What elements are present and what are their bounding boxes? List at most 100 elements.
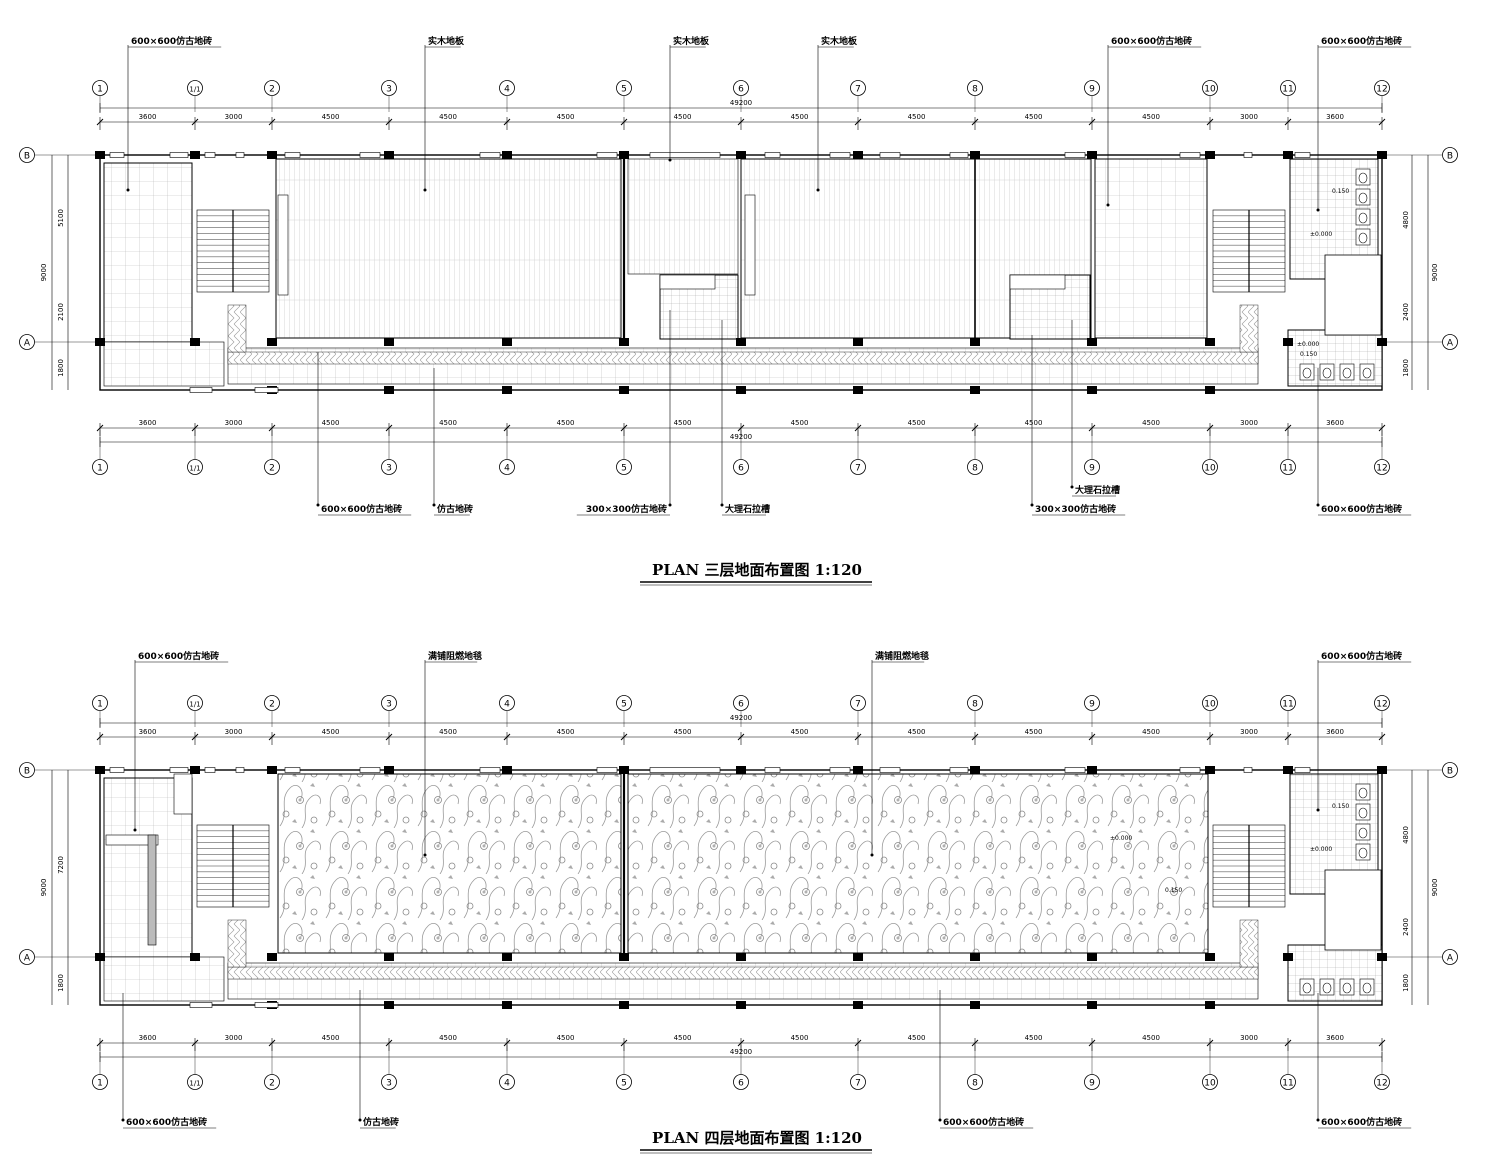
dim-slash [1378,733,1386,741]
window [169,152,189,158]
window [359,767,381,773]
window [949,767,969,773]
row-label: B [1447,152,1453,162]
window [1294,767,1311,773]
window [169,767,189,773]
stair-landing-border [1239,919,1259,968]
dim-slash [268,424,276,432]
grid-bubble: 4 [499,1074,515,1090]
material-callout: 满铺阻燃地毯 [870,650,929,857]
counter [147,834,157,946]
callout-text: 600×600仿古地砖 [1321,503,1402,515]
grid-bubble: 5 [616,1074,632,1090]
window [1294,152,1311,158]
row-circle [19,334,35,350]
grid-label: 11 [1282,1079,1293,1089]
material-callout: 600×600仿古地砖 [133,650,229,832]
column [970,766,980,774]
grid-label: 11 [1282,464,1293,474]
dim-slash [1206,118,1214,126]
callout-text: 大理石拉槽 [725,503,770,515]
toilet-icon [1302,982,1312,994]
dim-slash [503,118,511,126]
dim-slash [191,424,199,432]
grid-label: 9 [1089,1079,1095,1089]
grid-bubble: 7 [850,459,866,475]
window [596,767,618,773]
column [1205,1001,1215,1009]
grid-circle [499,1074,515,1090]
grid-bubble: 10 [1202,80,1218,96]
toilet-icon [1358,172,1368,184]
dim-label: 4800 [1402,826,1410,844]
dim-slash [620,118,628,126]
grid-label: 12 [1376,85,1387,95]
grid-circle [264,695,280,711]
grid-circle [264,80,280,96]
window [1179,152,1201,158]
dim-label: 4500 [1025,728,1043,736]
dim-label: 3600 [1326,419,1344,427]
dim-label: 4500 [1142,1034,1160,1042]
column [95,766,105,774]
grid-bubble: 9 [1084,1074,1100,1090]
toilet-icon [1362,982,1372,994]
callout-text: 600×600仿古地砖 [1111,35,1192,47]
dim-slash [96,733,104,741]
dim-label: 1800 [1402,359,1410,377]
grid-circle [850,459,866,475]
grid-label: 11 [1282,700,1293,710]
grid-label: 1/1 [189,465,200,473]
dim-slash [737,733,745,741]
row-label: A [1447,954,1454,964]
leader-dot [126,188,130,192]
grid-label: 10 [1204,85,1216,95]
grid-circle [92,459,108,475]
dim-label: 2400 [1402,918,1410,936]
window [204,152,216,158]
grid-label: 6 [738,700,744,710]
row-bubble: A [19,334,35,350]
dim-label: 3600 [139,113,157,121]
grid-label: 5 [621,85,627,95]
column [853,338,863,346]
dim-slash [854,118,862,126]
column [1377,151,1387,159]
grid-bubble: 7 [850,80,866,96]
window [879,767,901,773]
dim-label: 4500 [674,419,692,427]
dim-label: 4500 [439,419,457,427]
callout-text: 实木地板 [428,35,465,47]
column [502,1001,512,1009]
toilet-stalls [1299,363,1375,381]
grid-bubble: 9 [1084,695,1100,711]
column [190,151,200,159]
grid-circle [616,695,632,711]
dim-label: 2100 [57,303,65,321]
dim-label: 4500 [1025,113,1043,121]
column [1283,151,1293,159]
leader-dot [432,503,436,507]
toilet-icon [1362,367,1372,379]
grid-circle [264,459,280,475]
dim-label: 3600 [139,1034,157,1042]
grid-label: 5 [621,464,627,474]
dim-label: 4500 [439,113,457,121]
dim-slash [503,424,511,432]
grid-bubble: 9 [1084,80,1100,96]
grid-circle [1374,459,1390,475]
grid-label: 8 [972,700,978,710]
grid-label: 11 [1282,85,1293,95]
window [254,387,279,393]
grid-bubble: 11 [1280,695,1296,711]
dim-label: 4800 [1402,211,1410,229]
grid-circle [499,459,515,475]
dim-slash [854,733,862,741]
row-bubble: A [1442,334,1458,350]
material-callout: 600×600仿古地砖 [126,35,222,192]
carpet-room [627,773,1209,954]
column [619,1001,629,1009]
grid-circle [187,459,203,475]
